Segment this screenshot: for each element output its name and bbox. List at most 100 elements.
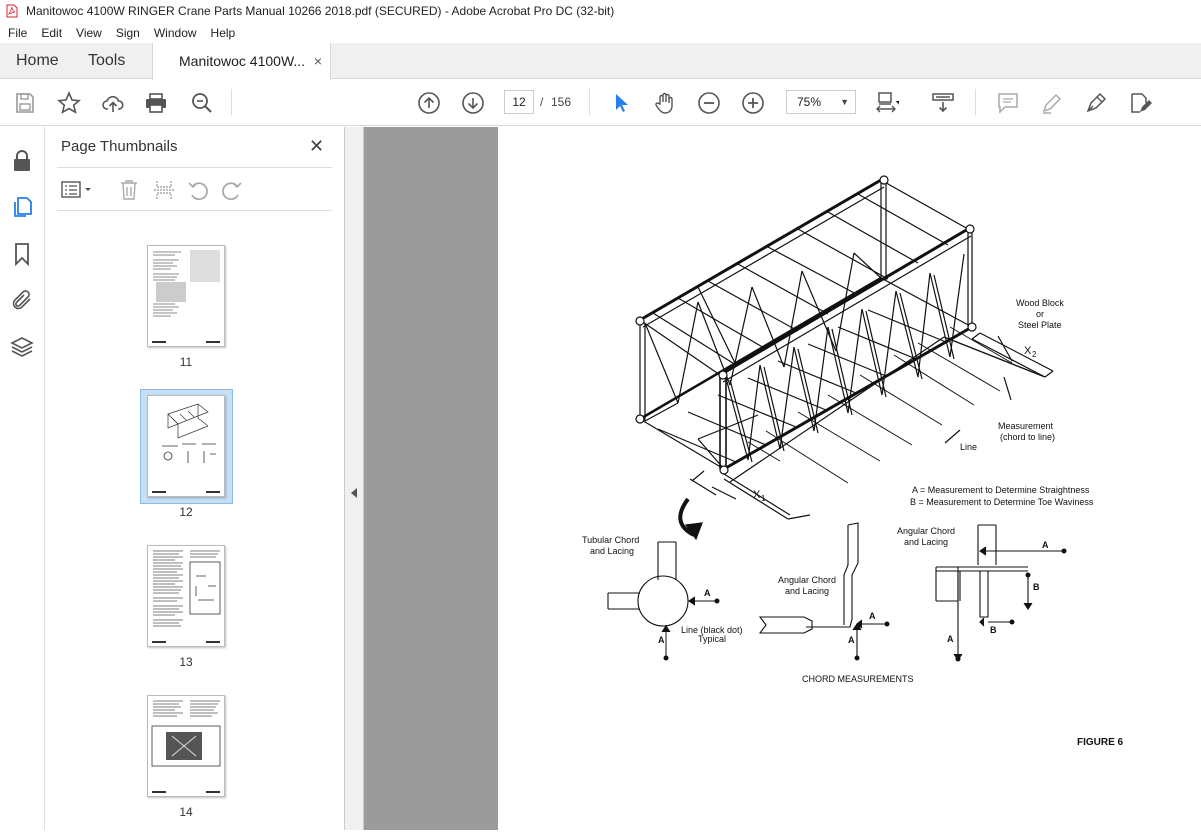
zoom-in-icon[interactable]	[741, 91, 765, 115]
print-icon[interactable]	[144, 91, 168, 115]
total-pages: 156	[551, 95, 572, 109]
page-thumbnails-icon[interactable]	[10, 195, 34, 219]
lock-icon[interactable]	[10, 149, 34, 173]
page-number-input[interactable]: 12	[504, 90, 534, 114]
previous-page-icon[interactable]	[417, 91, 441, 115]
menu-file[interactable]: File	[8, 25, 28, 40]
panel-splitter[interactable]	[345, 127, 364, 830]
label-or: or	[1036, 309, 1044, 319]
caption-chord-measurements: CHORD MEASUREMENTS	[802, 674, 914, 684]
menu-edit[interactable]: Edit	[41, 25, 63, 40]
dimension-b: B	[1033, 582, 1040, 592]
bookmark-icon[interactable]	[10, 242, 34, 267]
zoom-out-icon[interactable]	[697, 91, 721, 115]
label-chord-to-line: (chord to line)	[1000, 432, 1055, 442]
zoom-value: 75%	[797, 95, 822, 109]
label-measurement: Measurement	[998, 421, 1054, 431]
close-panel-icon[interactable]: ✕	[309, 136, 325, 156]
label-wood-block: Wood Block	[1016, 298, 1064, 308]
thumbnails-panel: Page Thumbnails ✕ 11 12 13 14	[45, 127, 384, 830]
zoom-search-icon[interactable]	[190, 91, 214, 115]
extract-page-icon[interactable]	[153, 179, 175, 201]
label-line: Line	[960, 442, 977, 452]
title-bar: Manitowoc 4100W RINGER Crane Parts Manua…	[0, 0, 1201, 22]
thumbnail-label: 14	[179, 805, 193, 819]
attachment-icon[interactable]	[10, 288, 34, 312]
pdf-page: Wood Block or Steel Plate X 2 Measuremen…	[498, 127, 1201, 830]
thumbnail-options-icon[interactable]	[61, 180, 95, 200]
thumbnail-page-12[interactable]	[147, 395, 225, 497]
thumbnail-label: 12	[179, 505, 193, 519]
acrobat-icon	[6, 4, 18, 18]
select-cursor-icon[interactable]	[609, 91, 633, 115]
label-tubular-lacing: and Lacing	[590, 546, 634, 556]
star-icon[interactable]	[57, 90, 81, 115]
legend-a: A = Measurement to Determine Straightnes…	[912, 485, 1090, 495]
thumbnail-preview	[152, 403, 220, 493]
scroll-mode-icon[interactable]	[931, 91, 955, 115]
zoom-dropdown[interactable]: 75% ▼	[786, 90, 856, 114]
tab-document[interactable]: Manitowoc 4100W... ×	[152, 43, 331, 80]
menu-sign[interactable]: Sign	[115, 25, 140, 40]
label-angular-chord-middle: Angular Chord	[778, 575, 836, 585]
figure-drawing: Wood Block or Steel Plate X 2 Measuremen…	[582, 175, 1124, 748]
thumbnail-page-13[interactable]	[147, 545, 225, 647]
menu-window[interactable]: Window	[153, 25, 197, 40]
dimension-a: A	[848, 635, 855, 645]
tab-home[interactable]: Home	[16, 52, 59, 69]
label-x2: X	[1024, 345, 1032, 357]
menu-bar: File Edit View Sign Window Help	[0, 22, 1201, 43]
toolbar-separator	[975, 89, 976, 115]
layers-icon[interactable]	[10, 335, 34, 359]
menu-help[interactable]: Help	[210, 25, 236, 40]
label-x1: X	[753, 489, 761, 501]
label-angular-chord-right: Angular Chord	[897, 526, 955, 536]
upload-cloud-icon[interactable]	[101, 91, 125, 115]
legend-b: B = Measurement to Determine Toe Wavines…	[910, 497, 1094, 507]
chevron-down-icon: ▼	[840, 97, 849, 107]
dimension-a: A	[1042, 540, 1049, 550]
toolbar-separator	[231, 89, 232, 115]
dimension-a: A	[947, 634, 954, 644]
sign-pen-icon[interactable]	[1084, 91, 1108, 115]
edit-pdf-icon[interactable]	[1128, 91, 1152, 115]
dimension-a: A	[704, 588, 711, 598]
label-x1-sub: 1	[761, 494, 766, 503]
label-line-black-dot: Line (black dot)	[681, 625, 743, 635]
label-angular-lacing-right: and Lacing	[904, 537, 948, 547]
delete-page-icon[interactable]	[119, 179, 139, 201]
panel-title: Page Thumbnails	[61, 138, 178, 155]
menu-view[interactable]: View	[76, 25, 102, 40]
toolbar-separator	[589, 89, 590, 115]
tab-document-label: Manitowoc 4100W...	[179, 53, 306, 69]
window-title: Manitowoc 4100W RINGER Crane Parts Manua…	[26, 4, 615, 18]
left-rail	[0, 127, 45, 830]
label-typical: Typical	[698, 634, 726, 644]
next-page-icon[interactable]	[461, 91, 485, 115]
thumbnail-preview	[152, 250, 220, 343]
tab-bar: Home Tools Manitowoc 4100W... ×	[0, 43, 1201, 80]
page-fit-icon[interactable]	[875, 91, 903, 115]
thumbnail-preview	[151, 700, 221, 793]
hand-tool-icon[interactable]	[653, 91, 677, 115]
highlight-pen-icon[interactable]	[1040, 91, 1064, 115]
toolbar	[0, 80, 1201, 126]
panel-toolbar	[57, 167, 332, 211]
thumbnail-page-14[interactable]	[147, 695, 225, 797]
thumbnail-page-11[interactable]	[147, 245, 225, 347]
save-icon[interactable]	[13, 91, 37, 115]
figure-label: FIGURE 6	[1077, 737, 1124, 748]
label-tubular-chord: Tubular Chord	[582, 535, 639, 545]
thumbnail-preview	[152, 550, 221, 643]
label-steel-plate: Steel Plate	[1018, 320, 1062, 330]
page-separator: /	[540, 95, 544, 109]
thumbnail-label: 11	[179, 355, 193, 369]
document-viewer[interactable]: Wood Block or Steel Plate X 2 Measuremen…	[364, 127, 1201, 830]
collapse-panel-icon[interactable]	[350, 487, 358, 499]
rotate-counterclockwise-icon[interactable]	[187, 179, 209, 201]
close-tab-icon[interactable]: ×	[313, 53, 322, 69]
label-x2-sub: 2	[1032, 350, 1037, 359]
comment-icon[interactable]	[996, 91, 1020, 115]
tab-tools[interactable]: Tools	[88, 52, 126, 69]
rotate-clockwise-icon[interactable]	[221, 179, 243, 201]
